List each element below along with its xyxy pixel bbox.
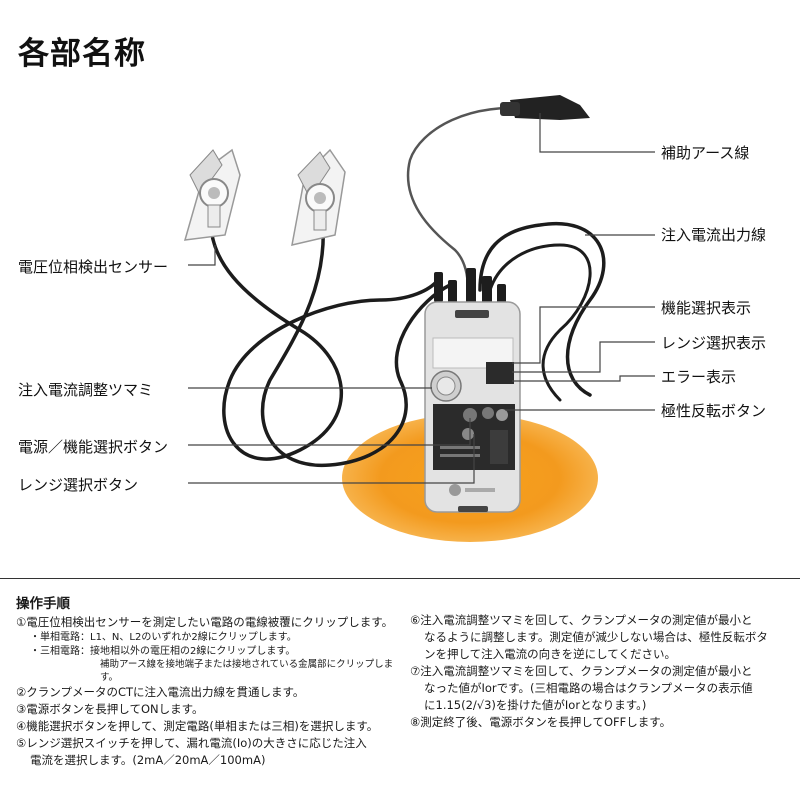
cable-connectors bbox=[434, 268, 506, 304]
voltage-sensor-clip-left bbox=[183, 148, 241, 241]
step-5a: ⑤レンジ選択スイッチを押して、漏れ電流(Io)の大きさに応じた注入 bbox=[16, 736, 367, 750]
label-range-button: レンジ選択ボタン bbox=[18, 476, 139, 494]
label-error-display: エラー表示 bbox=[661, 368, 737, 386]
step-3: ③電源ボタンを長押してONします。 bbox=[16, 702, 204, 716]
step-1-three-note: 補助アース線を接地端子または接地されている金属部にクリップします。 bbox=[100, 659, 394, 683]
procedure-title: 操作手順 bbox=[16, 596, 70, 612]
procedure-column-left: ①電圧位相検出センサーを測定したい電路の電線被覆にクリップします。 ・単相電路：… bbox=[16, 614, 401, 769]
voltage-sensor-clip-right bbox=[291, 148, 346, 246]
label-range-display: レンジ選択表示 bbox=[661, 334, 767, 352]
page-title: 各部名称 bbox=[18, 36, 146, 72]
label-polarity-button: 極性反転ボタン bbox=[661, 402, 767, 420]
procedure-column-right: ⑥注入電流調整ツマミを回して、クランプメータの測定値が最小と なるように調整しま… bbox=[410, 612, 790, 731]
step-6b: なるように調整します。測定値が減少しない場合は、極性反転ボタ bbox=[424, 630, 768, 644]
step-7a: ⑦注入電流調整ツマミを回して、クランプメータの測定値が最小と bbox=[410, 664, 753, 678]
step-1-three: ・三相電路：接地相以外の電圧相の2線にクリップします。 bbox=[30, 645, 296, 657]
label-aux-earth: 補助アース線 bbox=[661, 144, 750, 162]
label-inject-knob: 注入電流調整ツマミ bbox=[18, 381, 154, 399]
step-4: ④機能選択ボタンを押して、測定電路(単相または三相)を選択します。 bbox=[16, 719, 379, 733]
label-power-button: 電源／機能選択ボタン bbox=[18, 438, 169, 456]
tester-device bbox=[424, 301, 521, 513]
step-5b: 電流を選択します。(2mA／20mA／100mA) bbox=[30, 753, 266, 767]
label-func-display: 機能選択表示 bbox=[661, 299, 752, 317]
step-7c: に1.15(2/√3)を掛けた値がIorとなります。) bbox=[424, 698, 647, 712]
device-diagram bbox=[183, 95, 655, 542]
label-voltage-sensor: 電圧位相検出センサー bbox=[18, 258, 169, 276]
step-2: ②クランプメータのCTに注入電流出力線を貫通します。 bbox=[16, 685, 305, 699]
step-6c: ンを押して注入電流の向きを逆にしてください。 bbox=[424, 647, 676, 661]
step-7b: なった値がIorです。(三相電路の場合はクランプメータの表示値 bbox=[424, 681, 753, 695]
section-divider bbox=[0, 578, 800, 579]
callout-lines bbox=[188, 113, 655, 484]
step-1: ①電圧位相検出センサーを測定したい電路の電線被覆にクリップします。 bbox=[16, 615, 394, 629]
step-1-single: ・単相電路：L1、N、L2のいずれか2線にクリップします。 bbox=[30, 632, 297, 643]
label-inject-output: 注入電流出力線 bbox=[661, 226, 767, 244]
aux-earth-clip bbox=[500, 95, 590, 120]
step-6a: ⑥注入電流調整ツマミを回して、クランプメータの測定値が最小と bbox=[410, 613, 753, 627]
step-8: ⑧測定終了後、電源ボタンを長押してOFFします。 bbox=[410, 715, 672, 729]
cables bbox=[209, 106, 606, 467]
